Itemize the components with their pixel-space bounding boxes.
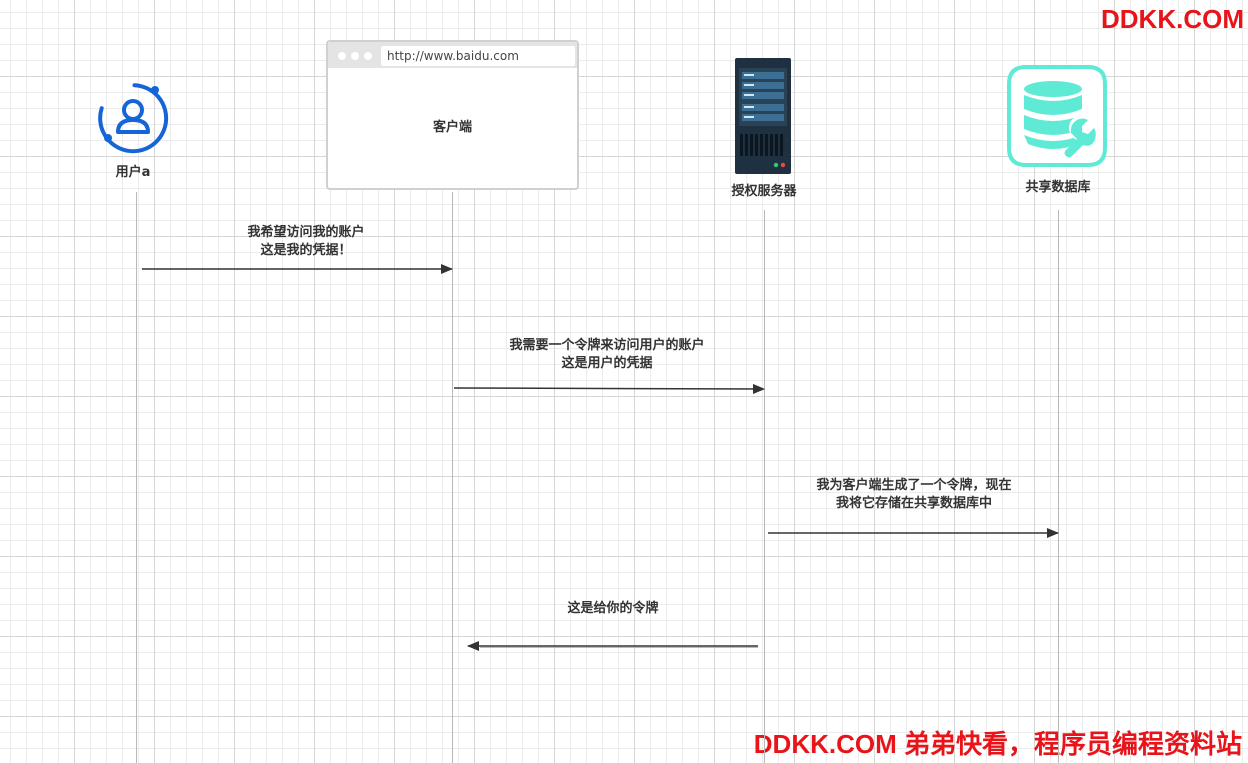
database-icon: [1006, 64, 1108, 168]
message-4-line-1: 这是给你的令牌: [567, 601, 659, 616]
lifeline-shared-db: [1058, 210, 1059, 763]
window-dot-icon: [364, 52, 372, 60]
arrow-client-to-auth-server: [453, 383, 765, 394]
lifeline-auth-server: [764, 210, 765, 763]
message-1-label: 我希望访问我的账户 这是我的凭据！: [206, 224, 406, 260]
message-1-line-2: 这是我的凭据！: [260, 243, 352, 258]
window-dot-icon: [338, 52, 346, 60]
client-label: 客户端: [432, 120, 472, 135]
lifeline-user: [136, 192, 137, 763]
message-3-line-2: 我将它存储在共享数据库中: [835, 496, 992, 511]
watermark-top: DDKK.COM: [1101, 4, 1244, 34]
browser-window: http://www.baidu.com 客户端: [326, 40, 579, 190]
lifeline-client: [452, 192, 453, 763]
server-icon: [735, 58, 791, 174]
shared-db-label: 共享数据库: [1025, 180, 1091, 195]
browser-url: http://www.baidu.com: [381, 46, 575, 66]
auth-server-label: 授权服务器: [731, 184, 797, 199]
browser-title-bar: http://www.baidu.com: [328, 42, 577, 68]
message-2-line-2: 这是用户的凭据: [561, 356, 653, 371]
window-dot-icon: [351, 52, 359, 60]
message-2-line-1: 我需要一个令牌来访问用户的账户: [509, 338, 705, 353]
message-1-line-1: 我希望访问我的账户: [247, 225, 365, 240]
message-2-label: 我需要一个令牌来访问用户的账户 这是用户的凭据: [457, 337, 757, 373]
user-label: 用户a: [115, 165, 151, 180]
message-4-label: 这是给你的令牌: [513, 600, 713, 618]
watermark-bottom: DDKK.COM 弟弟快看，程序员编程资料站: [753, 729, 1242, 759]
message-3-line-1: 我为客户端生成了一个令牌，现在: [816, 478, 1012, 493]
user-icon: [96, 81, 170, 155]
message-3-label: 我为客户端生成了一个令牌，现在 我将它存储在共享数据库中: [764, 477, 1064, 513]
